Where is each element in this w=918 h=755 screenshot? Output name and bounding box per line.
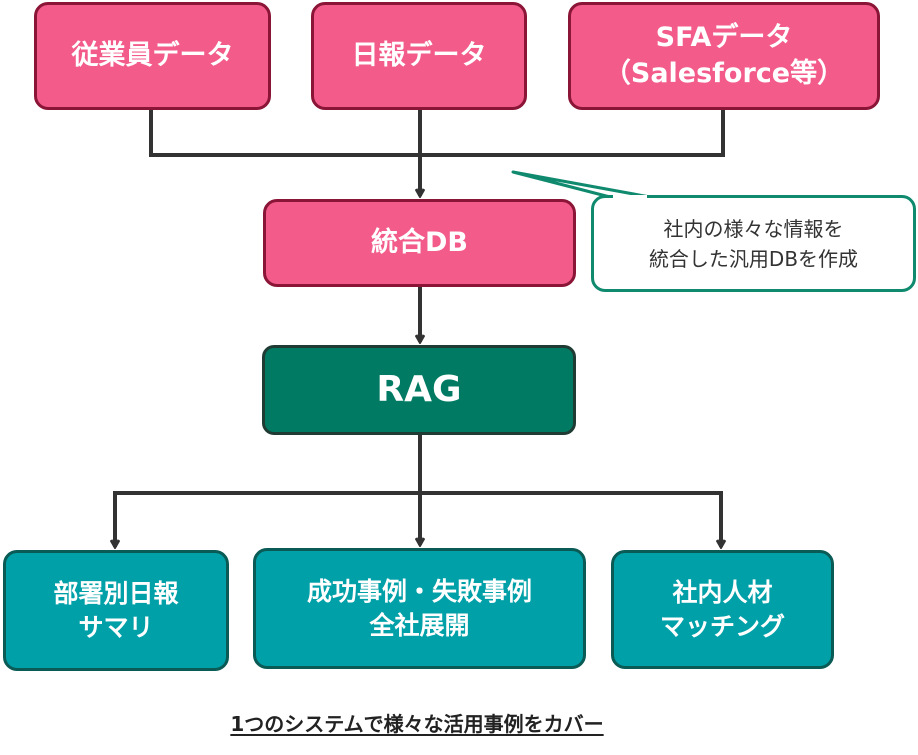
source-daily-report-data: 日報データ	[311, 2, 527, 110]
integrated-db-label: 統合DB	[371, 226, 468, 258]
rag-label: RAG	[376, 368, 462, 410]
connector-dept-summary	[115, 491, 420, 547]
case-sharing-line-2: 全社展開	[369, 610, 470, 640]
source-employee-label: 従業員データ	[71, 39, 234, 71]
connector-employee	[149, 110, 420, 157]
talent-matching-line-1: 社内人材	[672, 577, 773, 607]
source-sfa-label-line-1: SFAデータ	[655, 21, 793, 53]
use-case-dept-summary: 部署別日報 サマリ	[3, 550, 229, 671]
use-case-talent-matching: 社内人材 マッチング	[611, 550, 834, 669]
source-sfa-data: SFAデータ （Salesforce等）	[568, 2, 880, 110]
talent-matching-line-2: マッチング	[659, 611, 785, 641]
connector-talent-matching	[420, 491, 721, 547]
integrated-db: 統合DB	[263, 199, 576, 287]
connector-sfa	[420, 110, 725, 157]
use-case-case-sharing: 成功事例・失敗事例 全社展開	[253, 548, 586, 669]
source-employee-data: 従業員データ	[34, 2, 271, 110]
callout-line-1: 社内の様々な情報を	[663, 216, 844, 241]
dept-summary-line-1: 部署別日報	[53, 578, 179, 608]
case-sharing-line-1: 成功事例・失敗事例	[306, 576, 532, 606]
callout-box: 社内の様々な情報を 統合した汎用DBを作成	[591, 195, 916, 292]
footer-caption: 1つのシステムで様々な活用事例をカバー	[0, 708, 834, 737]
footer-text: 1つのシステムで様々な活用事例をカバー	[230, 712, 604, 736]
source-sfa-label-line-2: （Salesforce等）	[603, 58, 845, 89]
callout-line-2: 統合した汎用DBを作成	[648, 246, 859, 271]
source-daily-report-label: 日報データ	[351, 39, 487, 71]
rag-node: RAG	[262, 345, 576, 435]
dept-summary-line-2: サマリ	[78, 612, 154, 642]
